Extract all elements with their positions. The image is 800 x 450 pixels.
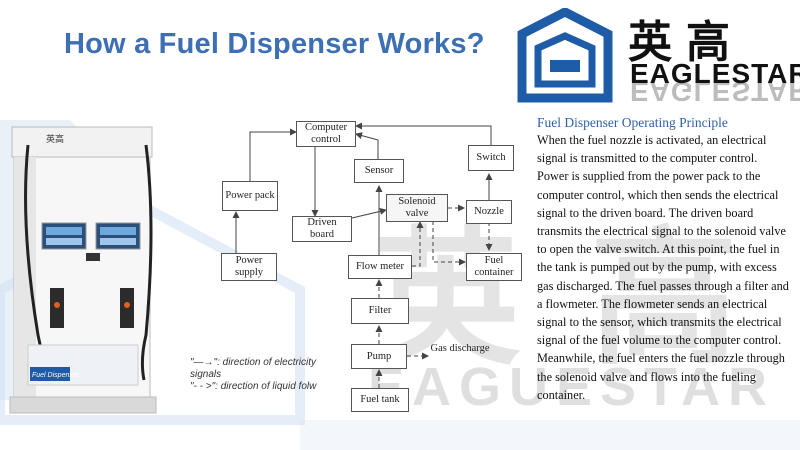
watermark-english: EAGUESTAR xyxy=(368,357,776,417)
machine-brand-cn: 英高 xyxy=(46,135,65,145)
node-filter: Filter xyxy=(351,298,409,324)
watermark-chinese: 英高 xyxy=(372,213,800,385)
eaglestar-logo-icon xyxy=(517,8,613,103)
machine-badge: Fuel Dispenser xyxy=(32,372,80,379)
page-title: How a Fuel Dispenser Works? xyxy=(64,28,485,60)
node-pump: Pump xyxy=(351,344,407,369)
legend-liquid: "- - >": direction of liquid folw xyxy=(190,381,317,392)
node-fuel-container: Fuel container xyxy=(466,253,522,281)
node-switch: Switch xyxy=(468,145,514,171)
legend-electricity-cont: signals xyxy=(190,369,222,380)
node-solenoid-valve: Solenoid valve xyxy=(386,194,448,222)
node-nozzle: Nozzle xyxy=(466,200,512,224)
node-flow-meter: Flow meter xyxy=(348,255,412,279)
node-fuel-tank: Fuel tank xyxy=(351,388,409,412)
principle-heading: Fuel Dispenser Operating Principle xyxy=(537,115,728,130)
logo-chinese-text: 英高 xyxy=(628,17,744,68)
node-computer-control: Computer control xyxy=(296,121,356,147)
principle-body: When the fuel nozzle is activated, an el… xyxy=(537,133,789,402)
node-power-pack: Power pack xyxy=(222,181,278,211)
legend-electricity: "—→": direction of electricity xyxy=(190,357,317,368)
fuel-dispenser-illustration xyxy=(9,126,157,414)
node-gas-discharge: Gas discharge xyxy=(430,343,490,354)
node-sensor: Sensor xyxy=(354,159,404,183)
node-power-supply: Power supply xyxy=(221,253,277,281)
logo-english-text: EAGLESTAR xyxy=(630,58,800,89)
node-driven-board: Driven board xyxy=(292,216,352,242)
